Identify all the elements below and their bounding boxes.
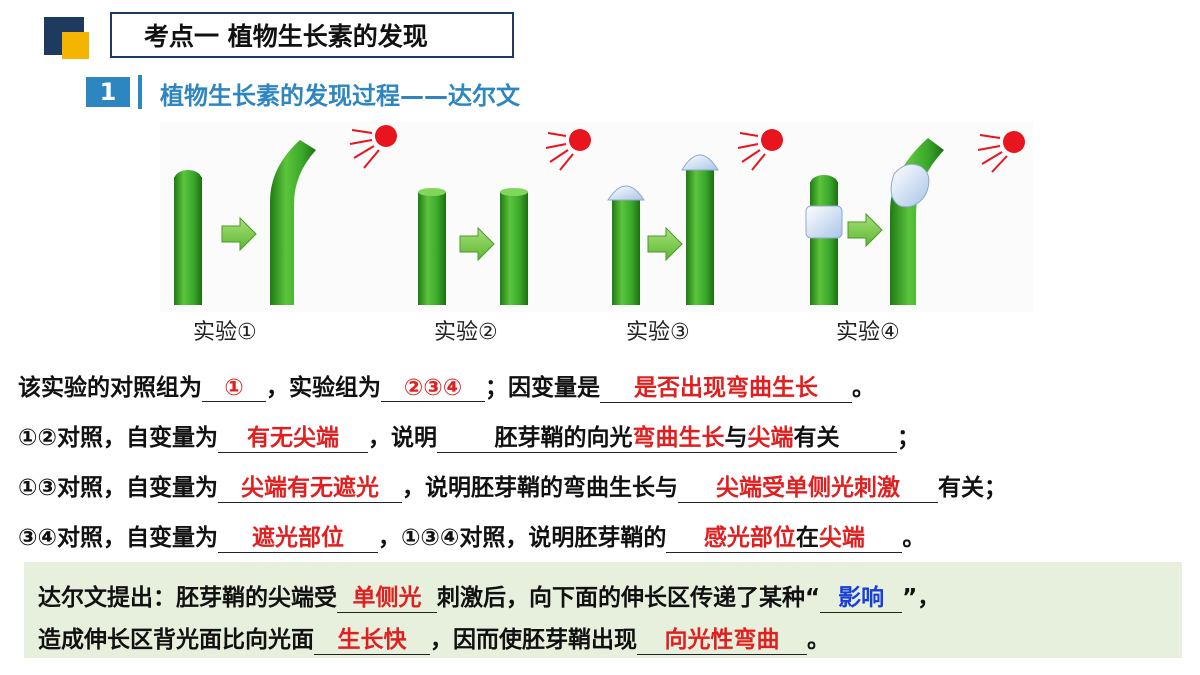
q2-suffix: ；: [896, 425, 920, 451]
summary-l1-mid: 刺激后，向下面的伸长区传递了某种“: [437, 585, 821, 611]
experiment-2-label: 实验②: [434, 320, 498, 345]
experiment-4-sleeved-stem: [805, 175, 843, 305]
summary-answer-phototropic-bending: 向光性弯曲: [637, 620, 807, 655]
experiment-4-bent-sleeved-stem: [890, 138, 944, 305]
q1-suffix: 。: [852, 375, 875, 401]
q2-conclusion-part2: 弯曲生长: [632, 425, 725, 451]
summary-l2-suffix: 。: [807, 627, 830, 653]
q3-answer-conclusion: 尖端受单侧光刺激: [677, 468, 938, 503]
q4-mid1: ，①③④对照，说明胚芽鞘的: [377, 525, 667, 551]
summary-l2-mid: ，因而使胚芽鞘出现: [430, 627, 637, 653]
experiment-2-cut-stem-left: [418, 188, 446, 305]
q4-conclusion-part3: 尖端: [818, 525, 865, 551]
page-title-text: 考点一 植物生长素的发现: [144, 22, 428, 51]
experiment-2-sun-icon: [545, 129, 591, 171]
logo-square-yellow: [62, 32, 89, 59]
q1-answer-control-group: ①: [202, 375, 266, 402]
q2-answer-independent-variable: 有无尖端: [217, 418, 368, 453]
summary-line-1: 达尔文提出：胚芽鞘的尖端受单侧光刺激后，向下面的伸长区传递了某种“影响”，: [38, 578, 940, 613]
experiment-4-label: 实验④: [836, 320, 900, 345]
summary-answer-unilateral-light: 单侧光: [337, 578, 437, 613]
experiment-1-bent-stem: [270, 140, 316, 305]
q1-mid2: ；因变量是: [485, 375, 600, 401]
summary-line-2: 造成伸长区背光面比向光面生长快，因而使胚芽鞘出现向光性弯曲。: [38, 620, 830, 655]
experiment-4-sun-icon: [977, 131, 1025, 173]
summary-l1-suffix: ”，: [902, 585, 941, 611]
q2-mid1: ，说明: [367, 425, 437, 451]
q3-mid1: ，说明胚芽鞘的弯曲生长与: [401, 475, 678, 501]
question-line-2: ①②对照，自变量为有无尖端，说明胚芽鞘的向光弯曲生长与尖端有关；: [18, 418, 920, 453]
section-number-badge: 1: [86, 77, 130, 107]
experiment-illustration: [174, 125, 1025, 305]
q3-prefix: ①③对照，自变量为: [18, 475, 218, 501]
experiment-4-arrow: [847, 212, 883, 248]
experiment-3-label: 实验③: [626, 320, 690, 345]
section-title: 植物生长素的发现过程——达尔文: [160, 82, 520, 110]
experiment-1-sun-icon: [349, 125, 397, 169]
experiment-2-arrow: [459, 226, 495, 262]
experiment-1-arrow: [221, 216, 257, 252]
q1-mid1: ，实验组为: [266, 375, 381, 401]
experiment-3-capped-stem-left: [607, 185, 645, 305]
q3-answer-independent-variable: 尖端有无遮光: [217, 468, 402, 503]
q4-answer-independent-variable: 遮光部位: [217, 518, 378, 553]
summary-answer-grows-faster: 生长快: [314, 620, 430, 655]
summary-box: [24, 562, 1182, 658]
q4-conclusion-part1: 感光部位: [703, 525, 796, 551]
q4-prefix: ③④对照，自变量为: [18, 525, 218, 551]
summary-l1-prefix: 达尔文提出：胚芽鞘的尖端受: [38, 585, 337, 611]
experiment-2-cut-stem-right: [500, 188, 528, 305]
experiment-1-straight-stem: [174, 170, 202, 305]
experiment-1-label: 实验①: [193, 320, 257, 345]
q2-conclusion-part3: 与: [724, 425, 748, 451]
question-line-3: ①③对照，自变量为尖端有无遮光，说明胚芽鞘的弯曲生长与尖端受单侧光刺激有关；: [18, 468, 1007, 503]
q2-answer-conclusion: 胚芽鞘的向光弯曲生长与尖端有关: [436, 418, 897, 453]
experiment-3-arrow: [647, 226, 683, 262]
q1-prefix: 该实验的对照组为: [18, 375, 202, 401]
summary-l2-prefix: 造成伸长区背光面比向光面: [38, 627, 314, 653]
experiment-figure: [160, 122, 1033, 312]
q2-conclusion-part4: 尖端: [747, 425, 794, 451]
q2-prefix: ①②对照，自变量为: [18, 425, 218, 451]
q3-suffix: 有关；: [937, 475, 1007, 501]
q4-conclusion-part2: 在: [795, 525, 819, 551]
experiment-3-sun-icon: [737, 129, 783, 171]
question-line-4: ③④对照，自变量为遮光部位，①③④对照，说明胚芽鞘的感光部位在尖端。: [18, 518, 925, 553]
summary-answer-influence: 影响: [820, 578, 903, 613]
q2-conclusion-part5: 有关: [793, 425, 840, 451]
q1-answer-dependent-variable: 是否出现弯曲生长: [600, 368, 852, 403]
section-divider: [138, 75, 142, 109]
experiment-3-capped-stem-right: [681, 154, 719, 305]
q1-answer-experimental-group: ②③④: [381, 375, 485, 402]
page-title: 考点一 植物生长素的发现: [110, 12, 514, 58]
q4-suffix: 。: [902, 525, 926, 551]
q4-answer-conclusion: 感光部位在尖端: [666, 518, 903, 553]
q2-conclusion-part1: 胚芽鞘的向光: [494, 425, 633, 451]
